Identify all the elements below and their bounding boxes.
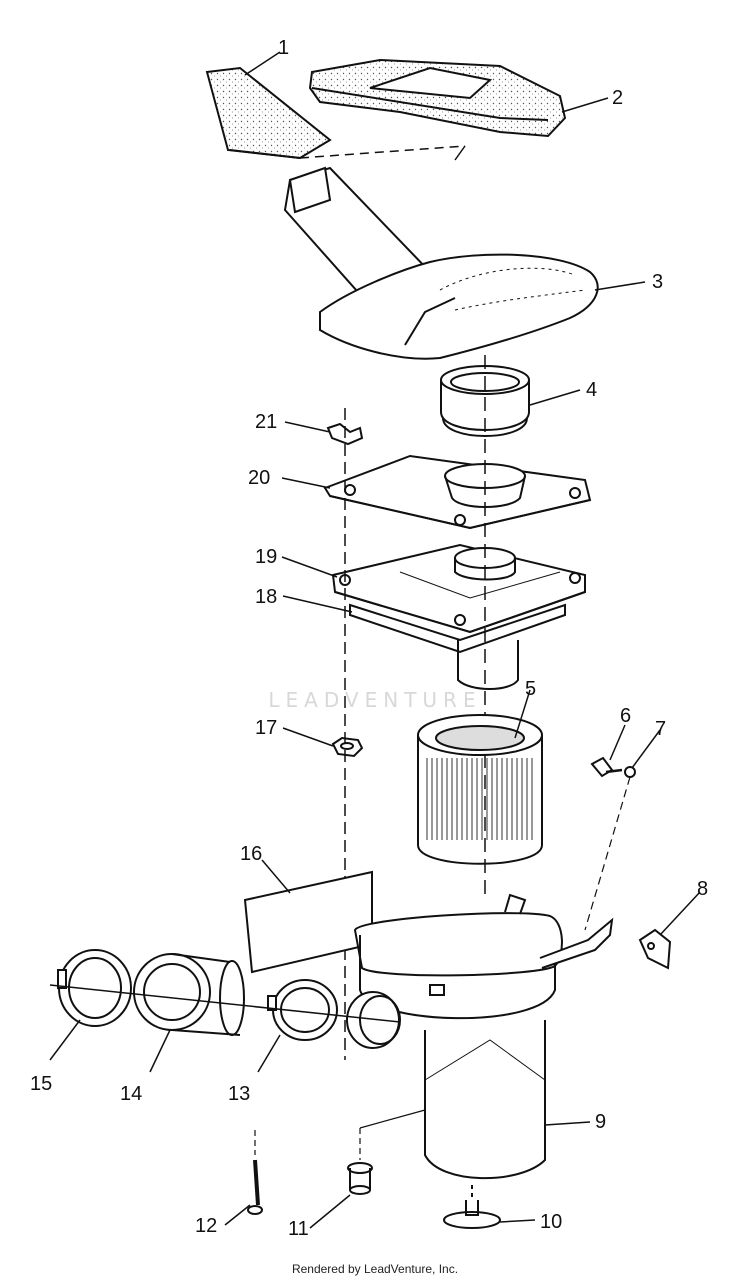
callout-12: 12 <box>195 1215 217 1237</box>
part-9-air-box <box>346 893 614 1180</box>
part-13-clamp <box>267 979 338 1041</box>
part-1-foam-pad <box>205 66 466 161</box>
footer-credit: Rendered by LeadVenture, Inc. <box>291 1262 459 1276</box>
callout-5: 5 <box>525 678 536 700</box>
callout-14: 14 <box>120 1083 142 1105</box>
part-18-gasket <box>349 603 566 690</box>
callout-4: 4 <box>586 379 597 401</box>
part-16-decal <box>243 870 373 974</box>
callout-9: 9 <box>595 1111 606 1133</box>
intake-axis-line <box>49 984 401 1023</box>
callout-21: 21 <box>255 411 277 433</box>
part-10-drain-valve <box>443 1185 501 1229</box>
part-2-foam-ring <box>308 58 567 138</box>
callout-18: 18 <box>255 586 277 608</box>
watermark: LEADVENTURE <box>268 688 482 712</box>
part-17-nut <box>331 736 364 758</box>
callout-16: 16 <box>240 843 262 865</box>
callout-17: 17 <box>255 717 277 739</box>
callout-1: 1 <box>278 37 289 59</box>
part-11-spacer <box>347 1109 426 1195</box>
callout-labels: 1 2 3 4 5 6 7 8 9 10 11 12 13 14 15 16 1… <box>30 37 708 1240</box>
callout-3: 3 <box>652 271 663 293</box>
part-6-screw <box>590 756 623 778</box>
callout-20: 20 <box>248 467 270 489</box>
leader-lines <box>49 51 701 1229</box>
callout-15: 15 <box>30 1073 52 1095</box>
part-7-washer <box>584 766 636 931</box>
callout-2: 2 <box>612 87 623 109</box>
part-5-filter-element <box>417 714 543 865</box>
part-15-clamp <box>57 949 132 1027</box>
part-20-top-plate <box>323 454 592 530</box>
callout-11: 11 <box>288 1218 309 1240</box>
part-8-clip <box>638 928 672 970</box>
part-19-housing-cover <box>331 543 586 634</box>
callout-7: 7 <box>655 718 666 740</box>
callout-10: 10 <box>540 1211 562 1233</box>
part-3-intake-cover <box>283 166 599 360</box>
callout-6: 6 <box>620 705 631 727</box>
part-12-screw <box>247 1130 263 1215</box>
callout-19: 19 <box>255 546 277 568</box>
callout-8: 8 <box>697 878 708 900</box>
part-14-boot <box>133 953 245 1036</box>
callout-13: 13 <box>228 1083 250 1105</box>
